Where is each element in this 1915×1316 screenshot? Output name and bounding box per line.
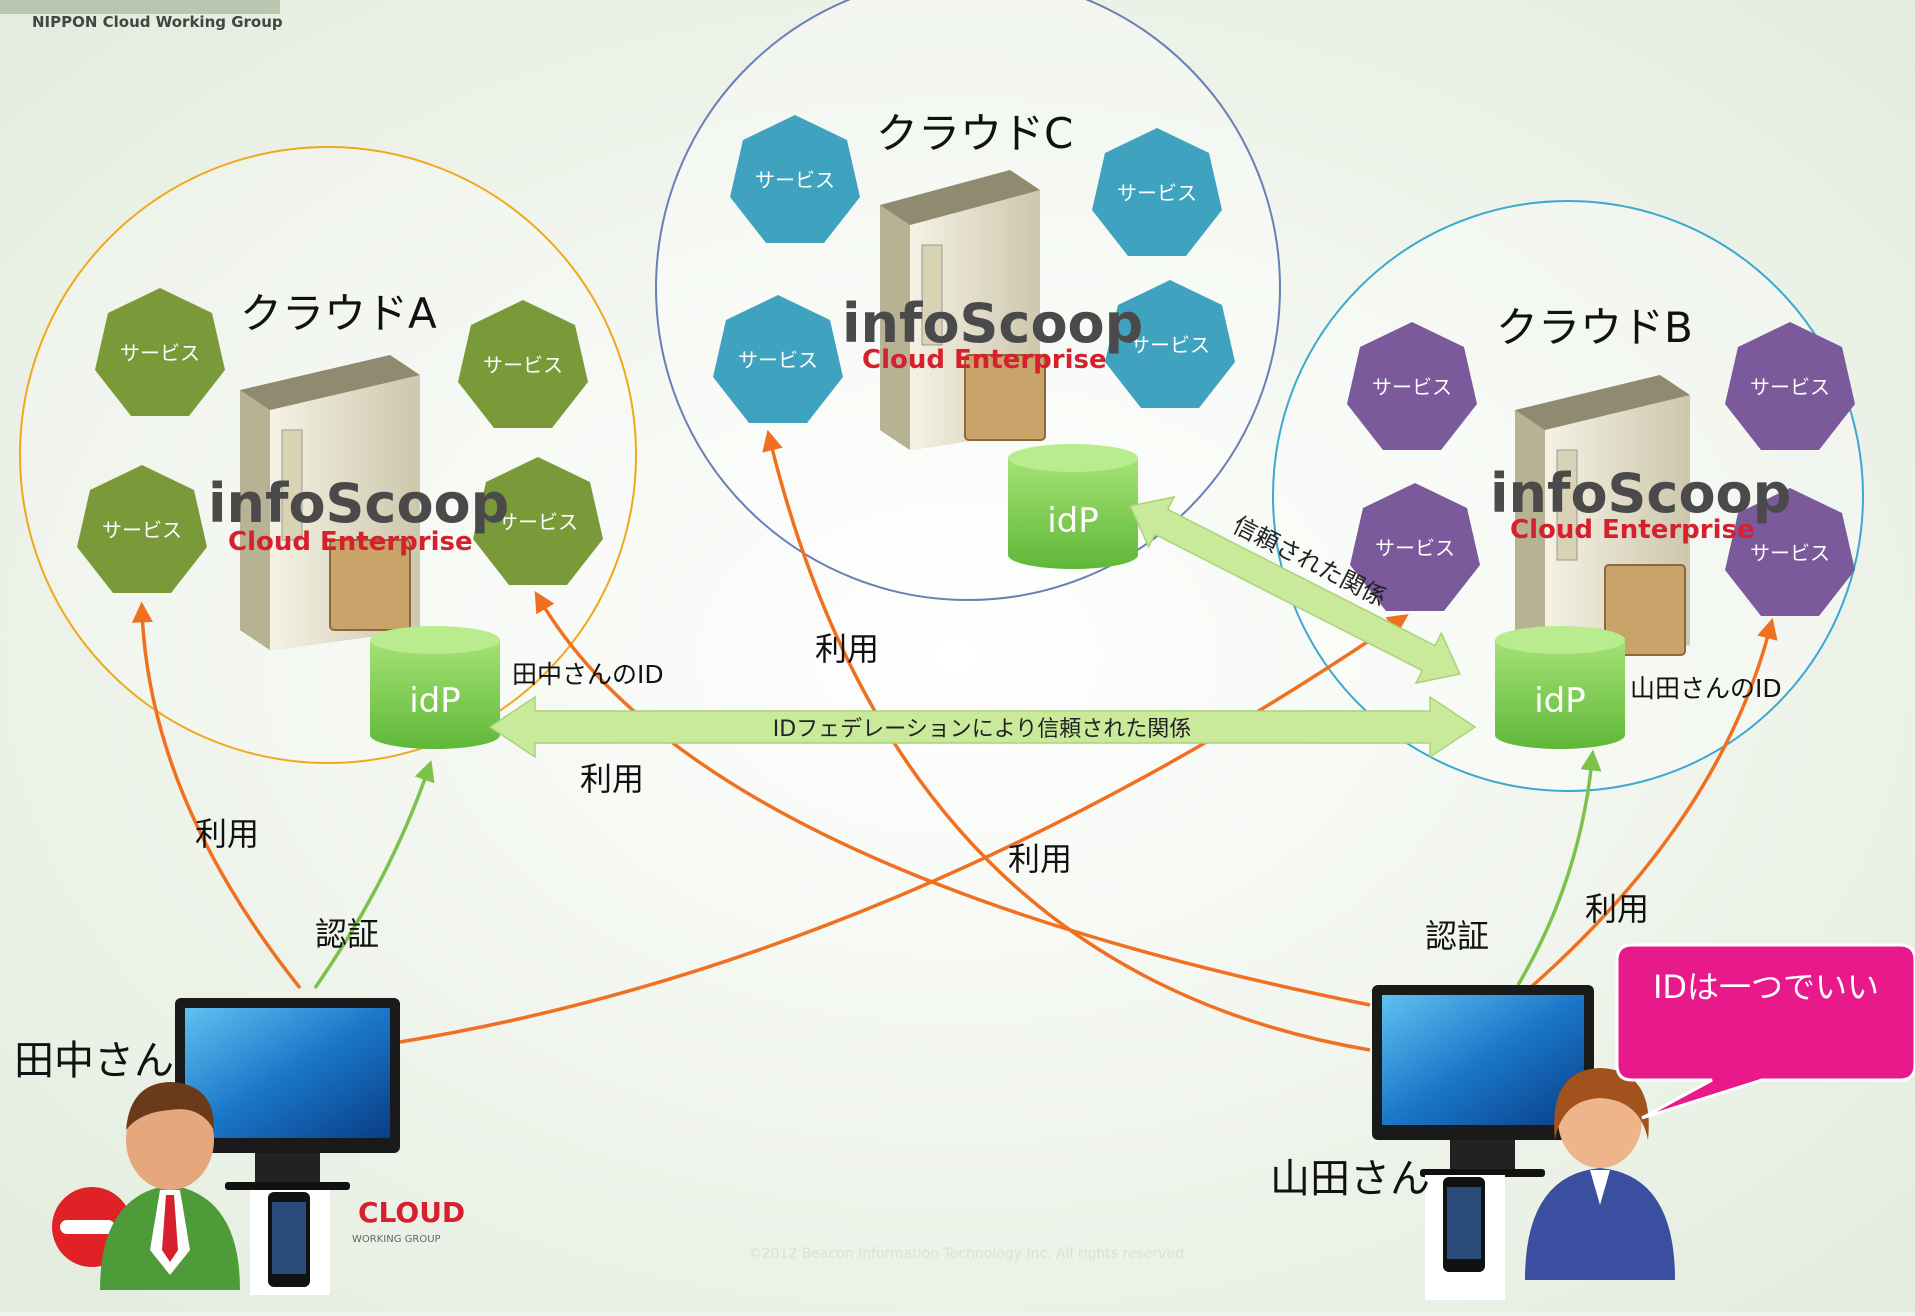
service-label: サービス: [755, 168, 835, 192]
service-label: サービス: [498, 510, 578, 534]
svg-text:Cloud Enterprise: Cloud Enterprise: [862, 345, 1107, 375]
use-label-5: 利用: [1585, 890, 1649, 928]
idp-b: idP: [1495, 626, 1625, 749]
cloud-c-services: サービス サービス サービス サービス: [713, 115, 1235, 423]
auth-label-tanaka: 認証: [315, 915, 379, 953]
service-node: [713, 295, 843, 423]
idp-a: idP: [370, 626, 500, 749]
service-node: [458, 300, 588, 428]
person-yamada-icon: [1525, 1068, 1675, 1280]
service-node: [473, 457, 603, 585]
cloud-c-title: クラウドC: [876, 109, 1073, 158]
copyright: ©2012 Beacon Information Technology Inc.…: [748, 1246, 1189, 1262]
person-tanaka-icon: [100, 1082, 240, 1290]
svg-text:WORKING GROUP: WORKING GROUP: [352, 1234, 441, 1245]
callout-text: IDは一つでいい: [1653, 968, 1879, 1006]
idp-c: idP: [1008, 444, 1138, 569]
service-label: サービス: [1117, 181, 1197, 205]
phone-yamada-icon: [1425, 1175, 1505, 1300]
monitor-yamada-icon: [1372, 985, 1594, 1177]
auth-arrow-tanaka: [313, 760, 435, 989]
brand-c-logo: infoScoop Cloud Enterprise: [842, 292, 1143, 375]
service-node: [730, 115, 860, 243]
service-label: サービス: [1750, 541, 1830, 565]
federation-label: IDフェデレーションにより信頼された関係: [773, 717, 1192, 742]
svg-text:Cloud Enterprise: Cloud Enterprise: [1510, 515, 1755, 545]
service-node: [95, 288, 225, 416]
service-node: [1105, 280, 1235, 408]
use-arrow-yamada-a: [534, 590, 1371, 1007]
service-node: [1347, 322, 1477, 450]
svg-text:CLOUD: CLOUD: [358, 1196, 465, 1229]
monitor-tanaka-icon: [175, 998, 400, 1190]
cloud-b-title: クラウドB: [1496, 303, 1693, 352]
phone-tanaka-icon: [250, 1190, 330, 1295]
cloud-b-services: サービス サービス サービス サービス: [1347, 322, 1855, 616]
tanaka-id-note: 田中さんのID: [512, 660, 664, 689]
service-node: [1725, 488, 1855, 616]
service-label: サービス: [1375, 536, 1455, 560]
use-label-3: 利用: [815, 630, 879, 668]
svg-text:infoScoop: infoScoop: [1490, 462, 1791, 525]
callout-bubble: IDは一つでいい: [1615, 943, 1915, 1120]
header-org-name: NIPPON Cloud Working Group: [32, 13, 283, 31]
service-label: サービス: [1750, 375, 1830, 399]
brand-a-logo: infoScoop Cloud Enterprise: [208, 472, 509, 557]
federation-arrow: IDフェデレーションにより信頼された関係: [488, 695, 1477, 759]
use-label-2: 利用: [580, 760, 644, 798]
auth-arrows: [313, 749, 1602, 989]
server-a-icon: [240, 355, 420, 650]
brand-b-logo: infoScoop Cloud Enterprise: [1490, 462, 1791, 545]
use-label-4: 利用: [1008, 840, 1072, 878]
service-node: [1725, 322, 1855, 450]
service-node: [1350, 483, 1480, 611]
user-tanaka-name: 田中さん: [14, 1038, 174, 1084]
idp-c-label: idP: [1047, 501, 1099, 541]
service-label: サービス: [120, 341, 200, 365]
svg-text:infoScoop: infoScoop: [842, 292, 1143, 355]
service-label: サービス: [483, 353, 563, 377]
svg-text:infoScoop: infoScoop: [208, 472, 509, 535]
use-arrow-tanaka-a1: [131, 601, 302, 990]
service-label: サービス: [738, 348, 818, 372]
use-arrow-yamada-b: [1528, 617, 1778, 990]
service-node: [1092, 128, 1222, 256]
cloud-a-title: クラウドA: [240, 289, 437, 338]
service-label: サービス: [102, 518, 182, 542]
user-yamada-name: 山田さん: [1270, 1156, 1430, 1202]
use-arrow-yamada-c: [762, 429, 1371, 1052]
header-logo-bar: [0, 0, 280, 14]
idp-b-label: idP: [1534, 681, 1586, 721]
cloud-a-services: サービス サービス サービス サービス: [77, 288, 603, 593]
server-b-icon: [1515, 375, 1690, 665]
service-label: サービス: [1372, 375, 1452, 399]
idp-a-label: idP: [409, 681, 461, 721]
server-c-icon: [880, 170, 1046, 450]
yamada-id-note: 山田さんのID: [1630, 674, 1782, 703]
svg-text:Cloud Enterprise: Cloud Enterprise: [228, 527, 473, 557]
use-label-1: 利用: [195, 815, 259, 853]
auth-label-yamada: 認証: [1425, 917, 1489, 955]
service-node: [77, 465, 207, 593]
auth-arrow-yamada: [1516, 749, 1602, 986]
service-label: サービス: [1130, 333, 1210, 357]
